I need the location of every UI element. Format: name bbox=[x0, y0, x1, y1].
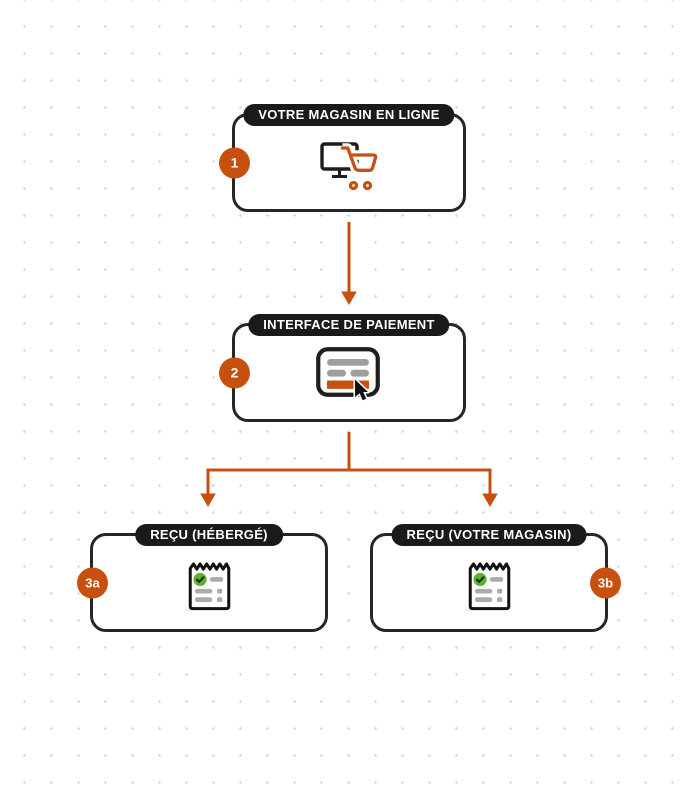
step-badge-2: 2 bbox=[219, 357, 250, 388]
receipt-check-icon bbox=[93, 536, 325, 629]
step-badge-3a: 3a bbox=[77, 567, 108, 598]
node-label-pill: INTERFACE DE PAIEMENT bbox=[248, 314, 450, 336]
node-online-store: VOTRE MAGASIN EN LIGNE 1 bbox=[219, 104, 466, 212]
node-label-pill: REÇU (VOTRE MAGASIN) bbox=[391, 524, 587, 546]
step-badge-3b: 3b bbox=[590, 567, 621, 598]
payment-form-cursor-icon bbox=[235, 326, 463, 419]
node-label-pill: VOTRE MAGASIN EN LIGNE bbox=[243, 104, 455, 126]
node-label-pill: REÇU (HÉBERGÉ) bbox=[135, 524, 283, 546]
node-receipt-hosted: REÇU (HÉBERGÉ) 3a bbox=[77, 524, 328, 632]
node-receipt-your-store: REÇU (VOTRE MAGASIN) 3b bbox=[370, 524, 621, 632]
receipt-check-icon bbox=[373, 536, 605, 629]
node-payment-interface: INTERFACE DE PAIEMENT 2 bbox=[219, 314, 466, 422]
monitor-cart-icon bbox=[235, 116, 463, 209]
step-badge-1: 1 bbox=[219, 147, 250, 178]
cursor-pointer bbox=[353, 377, 370, 402]
